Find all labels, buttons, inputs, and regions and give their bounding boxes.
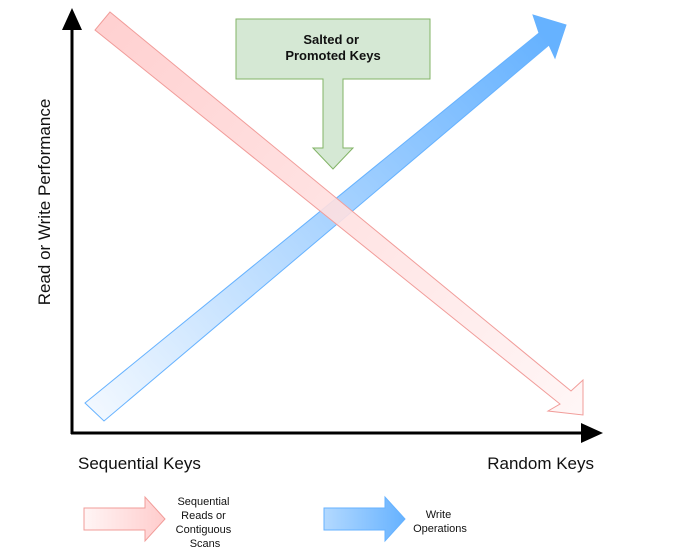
x-axis-arrowhead xyxy=(581,423,603,443)
legend-item-writes: Write Operations xyxy=(323,495,467,543)
legend-reads-line-3: Contiguous xyxy=(176,524,232,536)
legend-writes-line-2: Operations xyxy=(413,523,467,535)
y-axis-label: Read or Write Performance xyxy=(35,99,54,306)
legend-writes-swatch xyxy=(323,495,406,543)
write-operations-arrow xyxy=(84,14,567,422)
x-axis-label-right: Random Keys xyxy=(487,454,594,473)
legend: Sequential Reads or Contiguous Scans Wri… xyxy=(83,495,467,550)
legend-reads-line-1: Sequential xyxy=(177,496,229,508)
legend-writes-line-1: Write xyxy=(426,509,451,521)
callout-line-2: Promoted Keys xyxy=(285,48,380,63)
legend-reads-swatch xyxy=(83,495,166,543)
y-axis-arrowhead xyxy=(62,8,82,30)
x-axis-label-left: Sequential Keys xyxy=(78,454,201,473)
salted-keys-callout: Salted or Promoted Keys xyxy=(235,18,431,170)
callout-line-1: Salted or xyxy=(303,32,359,47)
axes xyxy=(62,8,603,443)
callout-label: Salted or Promoted Keys xyxy=(285,32,380,63)
sequential-reads-arrow-shape xyxy=(94,11,584,416)
legend-writes-label: Write Operations xyxy=(413,509,467,535)
legend-reads-label: Sequential Reads or Contiguous Scans xyxy=(176,496,235,550)
legend-reads-line-2: Reads or xyxy=(181,510,226,522)
legend-item-reads: Sequential Reads or Contiguous Scans xyxy=(83,495,235,550)
legend-reads-line-4: Scans xyxy=(190,538,221,550)
sequential-reads-arrow xyxy=(94,11,584,416)
callout-shape xyxy=(235,18,431,170)
write-operations-arrow-shape xyxy=(84,14,567,422)
